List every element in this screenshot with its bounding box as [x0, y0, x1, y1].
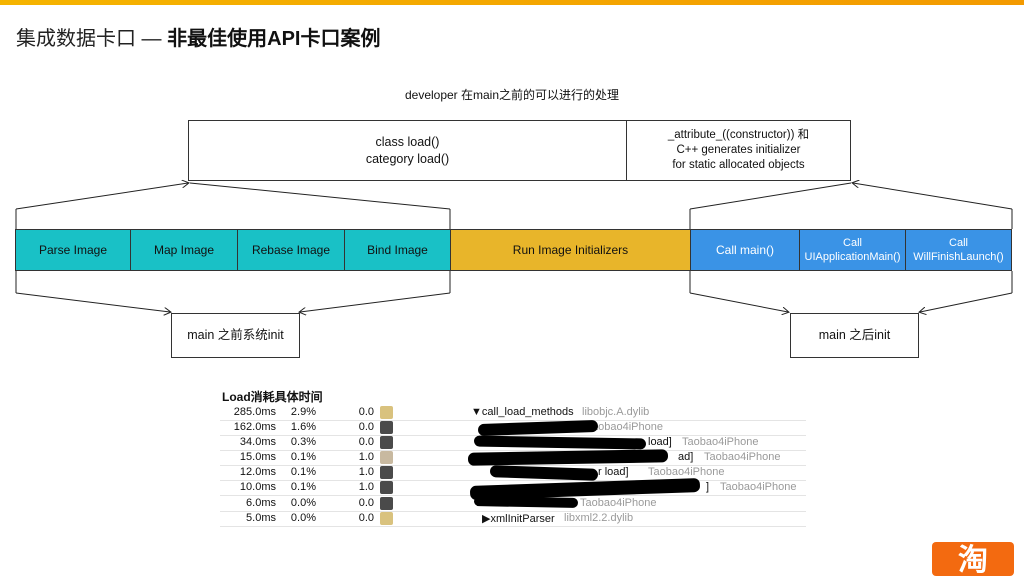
percent-cell: 2.9% [290, 406, 316, 418]
constructor-note-line1: _attribute_((constructor)) 和 [667, 129, 810, 141]
library-cell: Taobao4iPhone [682, 436, 759, 448]
time-cell: 6.0ms [246, 497, 276, 509]
self-cell: 1.0 [358, 466, 374, 478]
library-cell: Taobao4iPhone [580, 497, 657, 509]
time-cell: 15.0ms [239, 451, 276, 463]
phase-run-image-initializers: Run Image Initializers [450, 229, 691, 271]
percent-cell: 0.3% [290, 436, 316, 448]
connector-arrow [300, 292, 451, 312]
self-cell: 1.0 [358, 481, 374, 493]
library-cell: libobjc.A.dylib [582, 406, 650, 418]
phase-rebase-image: Rebase Image [237, 229, 345, 271]
percent-cell: 0.0% [290, 497, 316, 509]
user-icon [380, 466, 393, 479]
top-accent-bar [0, 0, 1024, 5]
logo-text: 淘 [958, 543, 988, 576]
self-cell: 0.0 [358, 436, 374, 448]
table-row[interactable]: 285.0ms 2.9% 0.0 ▼call_load_methods libo… [220, 405, 806, 421]
time-cell: 5.0ms [246, 512, 276, 524]
time-cell: 162.0ms [233, 421, 276, 433]
phase-call-willfinishlaunch: Call WillFinishLaunch() [905, 229, 1012, 271]
connector-arrow [15, 183, 188, 210]
symbol-cell: ▼call_load_methods [471, 406, 574, 418]
constructor-note-line3: for static allocated objects [672, 159, 805, 171]
table-row[interactable]: 12.0ms 0.1% 1.0 r load] Taobao4iPhone [220, 465, 806, 481]
percent-cell: 0.1% [290, 466, 316, 478]
phase-label: Parse Image [38, 243, 108, 257]
load-methods-box: class load() category load() [188, 120, 627, 181]
phase-label: UIApplicationMain() [804, 251, 901, 263]
time-cell: 12.0ms [239, 466, 276, 478]
developer-note: developer 在main之前的可以进行的处理 [404, 88, 620, 102]
phase-label: Call [949, 237, 968, 249]
library-cell: Taobao4iPhone [720, 481, 797, 493]
phase-label: Run Image Initializers [512, 243, 629, 257]
symbol-cell: ad] [678, 451, 694, 463]
time-cell: 34.0ms [239, 436, 276, 448]
table-title: Load消耗具体时间 [222, 390, 323, 404]
taobao-logo: 淘 [932, 542, 1014, 576]
user-icon [380, 497, 393, 510]
load-method-class: class load() [375, 134, 440, 149]
library-cell: libxml2.2.dylib [564, 512, 634, 524]
connector-line [689, 182, 852, 210]
constructor-note-line2: C++ generates initializer [676, 144, 801, 156]
connector-arrow [689, 292, 788, 312]
constructor-note-box: _attribute_((constructor)) 和 C++ generat… [626, 120, 851, 181]
self-cell: 0.0 [358, 497, 374, 509]
phase-bind-image: Bind Image [344, 229, 451, 271]
symbol-cell: load] [648, 436, 672, 448]
connector-line [189, 182, 451, 210]
before-main-init-box: main 之前系统init [171, 313, 300, 358]
self-cell: 0.0 [358, 406, 374, 418]
percent-cell: 0.1% [290, 481, 316, 493]
title-main: 非最佳使用API卡口案例 [167, 28, 381, 50]
connector-arrow [853, 183, 1013, 210]
self-cell: 0.0 [358, 512, 374, 524]
gear-icon [380, 406, 393, 419]
time-cell: 10.0ms [239, 481, 276, 493]
table-row[interactable]: 5.0ms 0.0% 0.0 ▶xmlInitParser libxml2.2.… [220, 511, 806, 527]
phase-map-image: Map Image [130, 229, 238, 271]
symbol-cell: ▶xmlInitParser [482, 513, 555, 525]
user-icon [380, 436, 393, 449]
phase-call-main: Call main() [690, 229, 800, 271]
self-cell: 0.0 [358, 421, 374, 433]
slide-title: 集成数据卡口 — 非最佳使用API卡口案例 [16, 22, 380, 51]
phase-label: Call [843, 237, 862, 249]
phase-label: WillFinishLaunch() [913, 251, 1004, 263]
phase-label: Map Image [153, 243, 215, 257]
percent-cell: 1.6% [290, 421, 316, 433]
gear-icon [380, 512, 393, 525]
symbol-cell: ] [706, 481, 710, 493]
self-cell: 1.0 [358, 451, 374, 463]
symbol-cell: r load] [598, 466, 629, 478]
user-icon [380, 481, 393, 494]
phase-label: Rebase Image [251, 243, 331, 257]
connector-arrow [920, 292, 1013, 312]
library-cell: aobao4iPhone [592, 421, 663, 433]
load-method-category: category load() [365, 151, 450, 166]
table-row[interactable]: 6.0ms 0.0% 0.0 Taobao4iPhone [220, 496, 806, 512]
percent-cell: 0.0% [290, 512, 316, 524]
connector-arrow [15, 292, 170, 312]
percent-cell: 0.1% [290, 451, 316, 463]
user-icon [380, 421, 393, 434]
phase-parse-image: Parse Image [15, 229, 131, 271]
phase-label: Call main() [715, 243, 774, 257]
library-cell: Taobao4iPhone [648, 466, 725, 478]
before-main-label: main 之前系统init [187, 328, 284, 342]
time-cell: 285.0ms [233, 406, 276, 418]
after-main-label: main 之后init [818, 328, 891, 342]
title-prefix: 集成数据卡口 — [16, 28, 168, 50]
library-icon [380, 451, 393, 464]
phase-call-uiapplicationmain: Call UIApplicationMain() [799, 229, 906, 271]
library-cell: Taobao4iPhone [704, 451, 781, 463]
after-main-init-box: main 之后init [790, 313, 919, 358]
redaction-mark [473, 496, 579, 508]
phase-label: Bind Image [367, 243, 428, 257]
table-row[interactable]: 34.0ms 0.3% 0.0 load] Taobao4iPhone [220, 435, 806, 451]
